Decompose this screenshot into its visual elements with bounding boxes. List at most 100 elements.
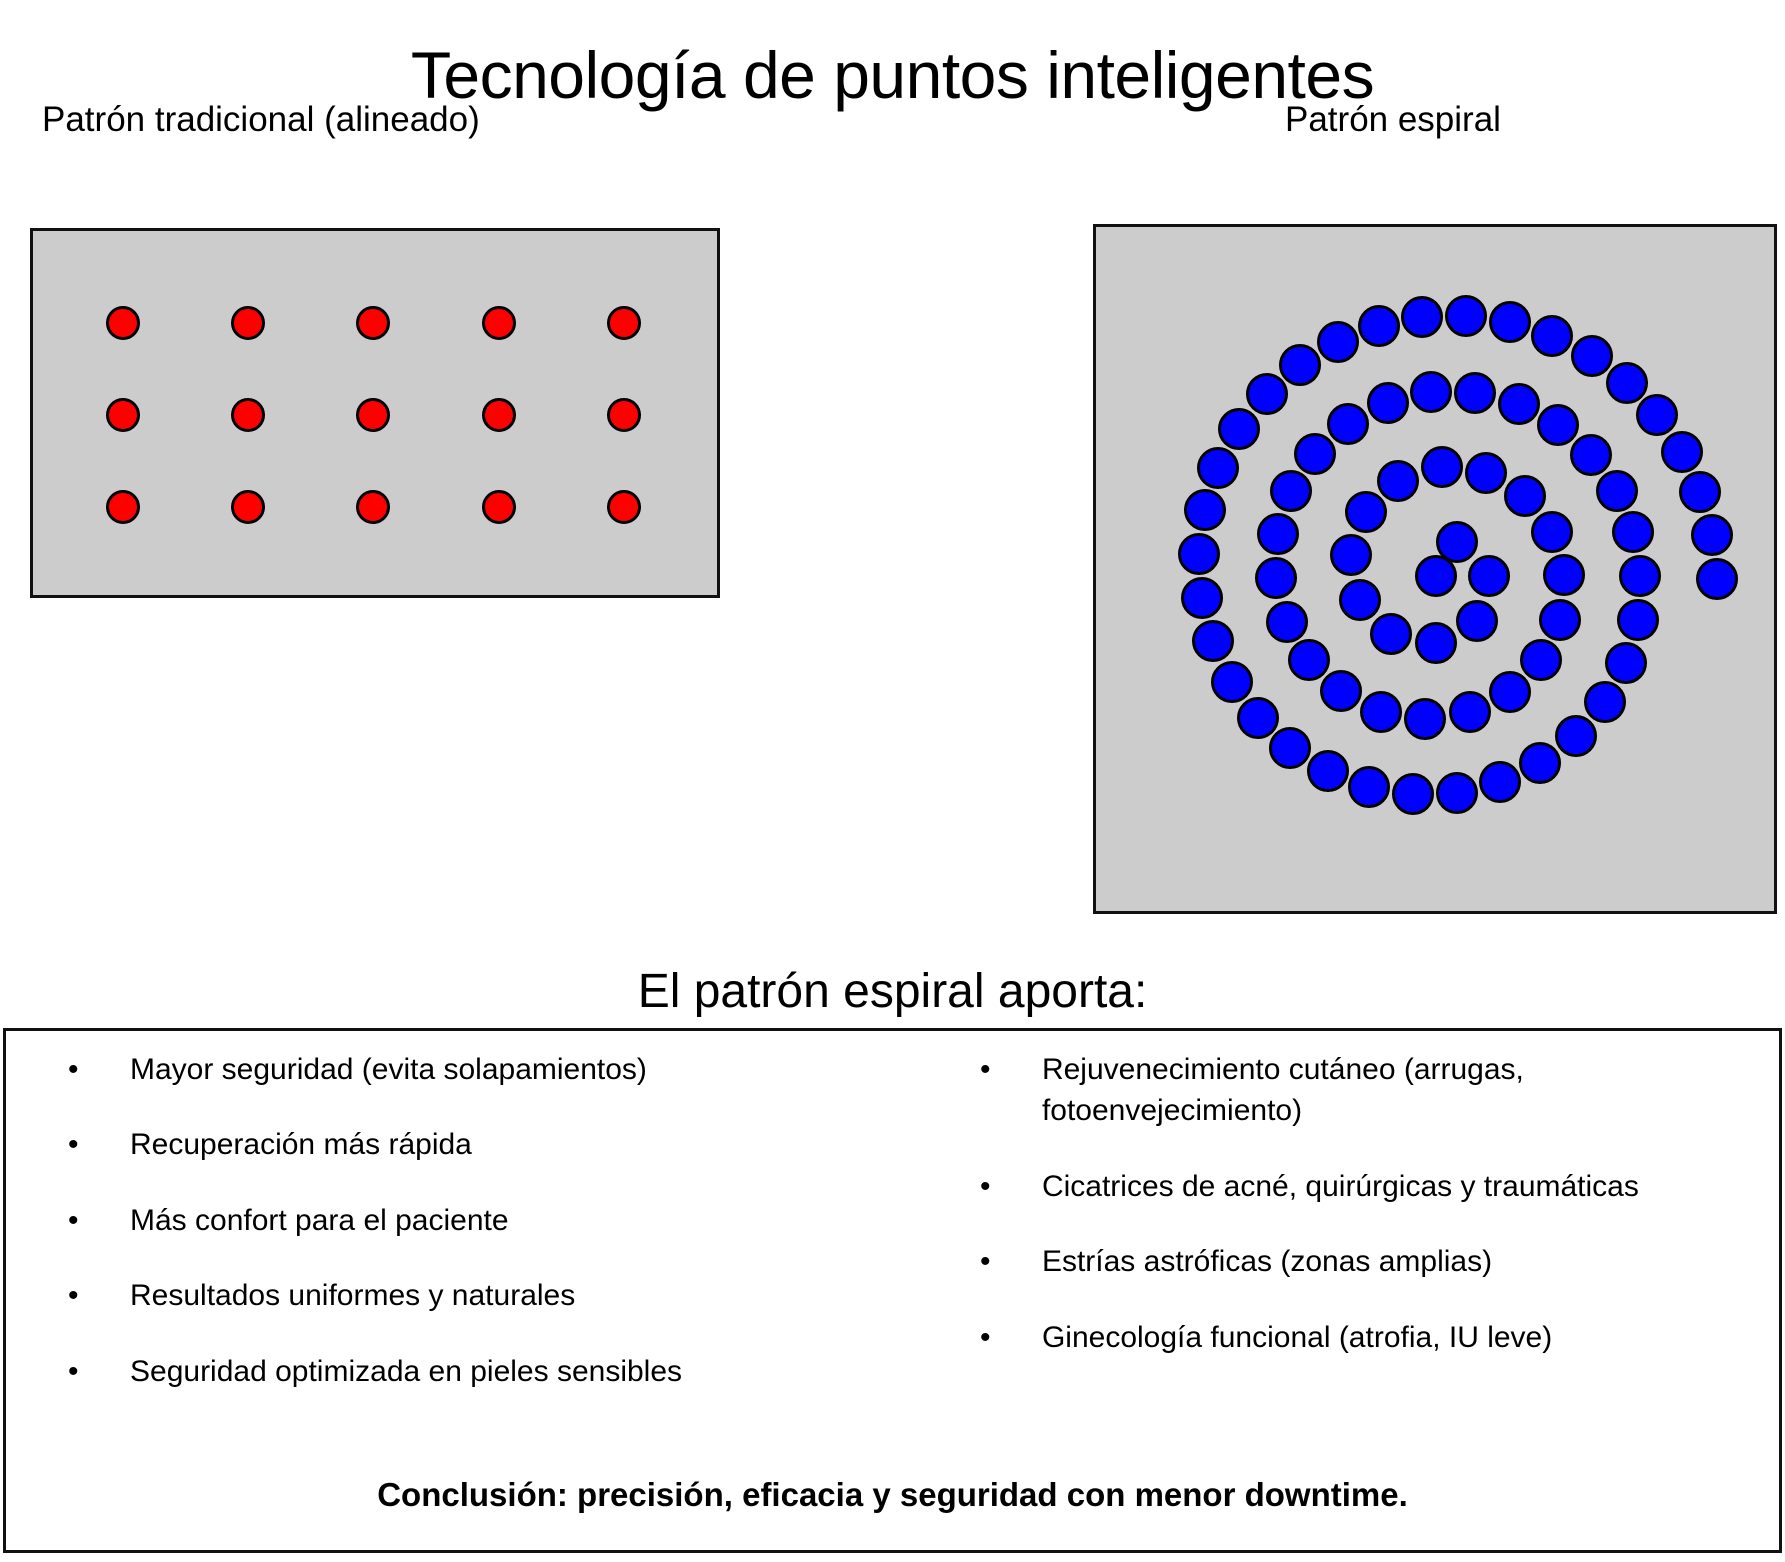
spiral-dot [1420, 446, 1463, 489]
bullet-marker-icon: • [979, 1053, 991, 1086]
spiral-dot [1435, 521, 1478, 564]
spiral-dot [1504, 474, 1547, 517]
list-item: •Recuperación más rápida [68, 1124, 918, 1165]
spiral-dot [1197, 446, 1240, 489]
grid-dot [356, 490, 390, 524]
spiral-dot [1570, 433, 1613, 476]
grid-dot [106, 490, 140, 524]
list-item-label: Resultados uniformes y naturales [130, 1279, 576, 1313]
spiral-dot [1570, 335, 1613, 378]
spiral-dot [1327, 402, 1370, 445]
spiral-dot [1543, 554, 1586, 597]
grid-dot [607, 306, 641, 340]
spiral-dot [1245, 373, 1288, 416]
bullet-marker-icon: • [979, 1245, 991, 1279]
benefits-heading: El patrón espiral aporta: [637, 964, 1148, 1018]
spiral-dot [1554, 714, 1597, 757]
grid-dot [231, 490, 265, 524]
spiral-dot [1270, 470, 1313, 513]
spiral-dot [1612, 511, 1655, 554]
conclusion-text: Conclusión: precisión, eficacia y seguri… [377, 1476, 1408, 1513]
spiral-dot [1265, 600, 1308, 643]
list-item: • Resultados uniformes y naturales [68, 1275, 918, 1316]
benefits-box: •Mayor seguridad (evita solapamientos)•R… [3, 1028, 1782, 1553]
spiral-dot [1660, 430, 1703, 473]
spiral-dot [1604, 642, 1647, 685]
spiral-dot [1445, 294, 1488, 337]
list-item-label: Mayor seguridad (evita solapamientos) [130, 1053, 647, 1086]
right-panel-caption: Patrón espiral [1285, 100, 1501, 139]
spiral-dot [1536, 404, 1579, 446]
list-item: • Cicatrices de acné, quirúrgicas y traum… [980, 1166, 1759, 1207]
spiral-dot [1497, 382, 1540, 425]
spiral-dot [1357, 304, 1400, 347]
spiral-dot [1414, 555, 1457, 598]
spiral-dot [1320, 670, 1363, 713]
spiral-dot [1454, 371, 1497, 414]
benefits-column-right: • Rejuvenecimiento cutáneo (arrugas, foto… [928, 1049, 1779, 1426]
spiral-dot [1218, 407, 1261, 450]
spiral-dot [1316, 320, 1359, 363]
spiral-dot [1183, 489, 1226, 532]
left-panel-caption: Patrón tradicional (alineado) [42, 100, 480, 139]
bullet-marker-icon: • [68, 1203, 79, 1237]
grid-dot [607, 490, 641, 524]
page-title: Tecnología de puntos inteligentes [410, 38, 1375, 113]
list-item-label: Cicatrices de acné, quirúrgicas y traumá… [1041, 1169, 1639, 1203]
grid-dot [482, 398, 516, 432]
grid-dot [106, 398, 140, 432]
spiral-dot [1391, 773, 1434, 816]
spiral-dot [1377, 460, 1420, 503]
grid-dot [106, 306, 140, 340]
spiral-dot [1287, 639, 1330, 682]
spiral-dot [1467, 555, 1510, 598]
list-item-label: Recuperación más rápida [130, 1128, 472, 1162]
list-item: • Estrías astróficas (zonas amplias) [980, 1241, 1759, 1282]
benefits-column-left: •Mayor seguridad (evita solapamientos)•R… [6, 1049, 928, 1426]
spiral-dot [1479, 761, 1522, 804]
spiral-dot [1278, 343, 1321, 386]
spiral-dot [1178, 533, 1221, 576]
spiral-dot [1695, 557, 1738, 600]
spiral-dot [1191, 620, 1234, 663]
spiral-dot [1268, 726, 1311, 769]
spiral-dot [1366, 381, 1409, 424]
spiral-dot [1531, 314, 1574, 357]
list-item-label: Rejuvenecimiento cutáneo (arrugas, fotoe… [1041, 1053, 1524, 1128]
spiral-dot [1210, 660, 1253, 703]
list-item: • Seguridad optimizada en pieles sensible… [68, 1351, 918, 1392]
list-item-label: Seguridad optimizada en pieles sensibles [130, 1354, 683, 1388]
list-item-label: Más confort para el paciente [130, 1203, 509, 1237]
spiral-dot [1679, 471, 1722, 514]
bullet-marker-icon: • [68, 1279, 79, 1313]
list-item-label: Ginecología funcional (atrofia, IU leve) [1041, 1320, 1553, 1354]
grid-dot [231, 398, 265, 432]
spiral-dot [1254, 557, 1297, 600]
spiral-dot [1236, 696, 1279, 739]
spiral-dot [1306, 750, 1349, 793]
spiral-dot [1636, 394, 1679, 437]
spiral-dot [1489, 301, 1532, 344]
grid-dot [482, 306, 516, 340]
spiral-dot [1531, 510, 1574, 553]
list-item: •Ginecología funcional (atrofia, IU leve… [980, 1317, 1759, 1358]
spiral-dot [1690, 513, 1733, 556]
grid-dot [356, 306, 390, 340]
grid-dot [356, 398, 390, 432]
list-item: • Más confort para el paciente [68, 1200, 918, 1241]
list-item-label: Estrías astróficas (zonas amplias) [1041, 1245, 1493, 1279]
bullet-marker-icon: • [68, 1053, 79, 1086]
bullet-marker-icon: • [979, 1169, 991, 1203]
spiral-dot [1455, 600, 1498, 643]
spiral-dot [1436, 771, 1479, 814]
bullet-marker-icon: • [68, 1354, 79, 1388]
grid-dot [482, 490, 516, 524]
spiral-dot [1181, 577, 1224, 620]
spiral-dot [1369, 612, 1412, 655]
spiral-dot [1360, 690, 1403, 733]
traditional-grid-panel [30, 228, 720, 598]
spiral-dot [1294, 432, 1337, 475]
spiral-dot [1401, 295, 1444, 338]
spiral-dot [1583, 681, 1626, 724]
list-item: • Rejuvenecimiento cutáneo (arrugas, foto… [980, 1049, 1759, 1132]
